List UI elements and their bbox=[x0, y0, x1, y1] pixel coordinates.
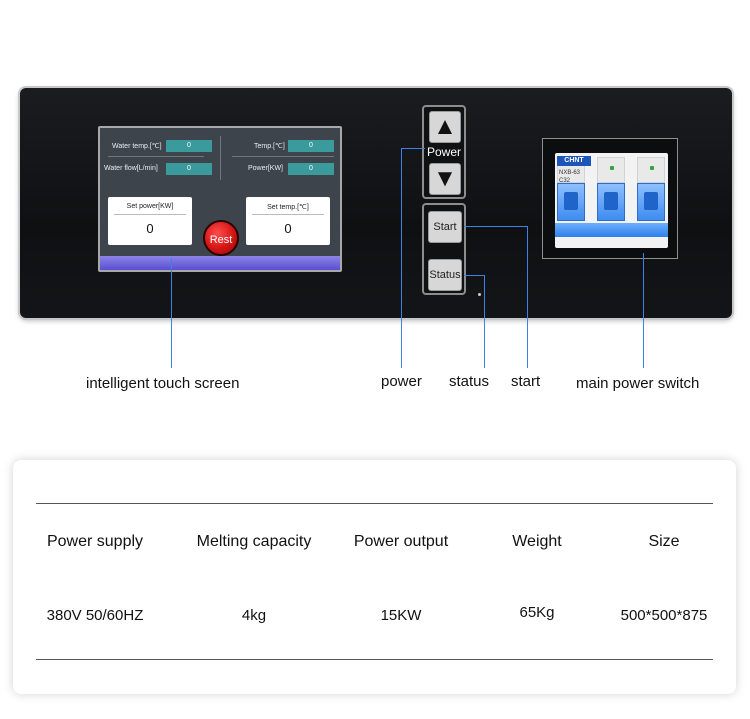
table-top-rule bbox=[36, 503, 713, 504]
header-melting-capacity: Melting capacity bbox=[196, 533, 312, 550]
callout-status: status bbox=[449, 373, 490, 390]
set-power-value: 0 bbox=[146, 221, 154, 236]
rest-button[interactable]: Rest bbox=[203, 220, 239, 256]
header-power-supply: Power supply bbox=[46, 533, 144, 550]
value-weight: 65Kg bbox=[519, 604, 555, 621]
breaker-brand: CHNT bbox=[557, 156, 591, 166]
start-status-group: Start Status bbox=[422, 203, 466, 295]
status-button[interactable]: Status bbox=[428, 259, 462, 291]
breaker-toggle[interactable] bbox=[637, 183, 665, 221]
power-label: Power[KW] bbox=[248, 165, 284, 172]
screen-divider bbox=[108, 156, 204, 157]
control-panel: Water temp.[℃] 0 Temp.[℃] 0 Water flow[L… bbox=[20, 88, 732, 318]
set-power-label: Set power[KW] bbox=[126, 203, 174, 210]
callout-line-touch-screen bbox=[171, 258, 172, 368]
callout-main-switch: main power switch bbox=[576, 375, 700, 392]
water-flow-value[interactable]: 0 bbox=[166, 163, 212, 175]
header-power-output: Power output bbox=[353, 533, 449, 550]
breaker-model-number: NXB-63 bbox=[559, 170, 581, 176]
power-up-button[interactable]: ▲ bbox=[429, 111, 461, 143]
callout-line-power bbox=[401, 148, 425, 149]
set-temp-box[interactable]: Set temp.[℃] 0 bbox=[246, 197, 330, 245]
callout-line-status bbox=[484, 275, 485, 368]
arrow-down-icon: ▼ bbox=[433, 165, 457, 192]
value-size: 500*500*875 bbox=[620, 607, 708, 624]
value-melting-capacity: 4kg bbox=[241, 607, 267, 624]
power-down-button[interactable]: ▼ bbox=[429, 163, 461, 195]
water-temp-label: Water temp.[℃] bbox=[112, 143, 162, 150]
power-button-label: Power bbox=[426, 145, 461, 159]
arrow-up-icon: ▲ bbox=[433, 113, 457, 140]
spec-table: Power supply Melting capacity Power outp… bbox=[13, 460, 736, 694]
breaker-model: NXB-63 C32 bbox=[559, 169, 580, 185]
table-bottom-rule bbox=[36, 659, 713, 660]
value-power-supply: 380V 50/60HZ bbox=[46, 607, 144, 624]
temp-value[interactable]: 0 bbox=[288, 140, 334, 152]
breaker-toggle[interactable] bbox=[597, 183, 625, 221]
circuit-breaker[interactable]: CHNT NXB-63 C32 bbox=[555, 153, 668, 248]
screen-divider bbox=[220, 136, 221, 180]
set-power-box[interactable]: Set power[KW] 0 bbox=[108, 197, 192, 245]
set-temp-value: 0 bbox=[284, 221, 292, 236]
water-temp-value[interactable]: 0 bbox=[166, 140, 212, 152]
callout-line-start bbox=[527, 226, 528, 368]
water-flow-label: Water flow[L/min] bbox=[104, 165, 158, 172]
screen-divider bbox=[232, 156, 334, 157]
breaker-toggle[interactable] bbox=[557, 183, 585, 221]
screen-bottom-bar bbox=[100, 256, 340, 270]
callout-line-status bbox=[464, 275, 484, 276]
power-value[interactable]: 0 bbox=[288, 163, 334, 175]
breaker-base bbox=[555, 223, 668, 237]
callout-power: power bbox=[381, 373, 422, 390]
callout-line-start bbox=[464, 226, 527, 227]
callout-touch-screen: intelligent touch screen bbox=[86, 375, 240, 392]
indicator-dot bbox=[478, 293, 481, 296]
callout-line-main-switch bbox=[643, 253, 644, 368]
touch-screen[interactable]: Water temp.[℃] 0 Temp.[℃] 0 Water flow[L… bbox=[98, 126, 342, 272]
header-weight: Weight bbox=[512, 533, 562, 550]
temp-label: Temp.[℃] bbox=[254, 143, 285, 150]
main-power-switch[interactable]: CHNT NXB-63 C32 bbox=[542, 138, 678, 259]
start-button[interactable]: Start bbox=[428, 211, 462, 243]
callout-start: start bbox=[511, 373, 541, 390]
value-power-output: 15KW bbox=[380, 607, 422, 624]
breaker-rating: C32 bbox=[559, 178, 571, 184]
set-temp-label: Set temp.[℃] bbox=[267, 204, 309, 211]
callout-line-power bbox=[401, 148, 402, 368]
power-button-group: ▲ Power ▼ bbox=[422, 105, 466, 199]
header-size: Size bbox=[648, 533, 680, 550]
